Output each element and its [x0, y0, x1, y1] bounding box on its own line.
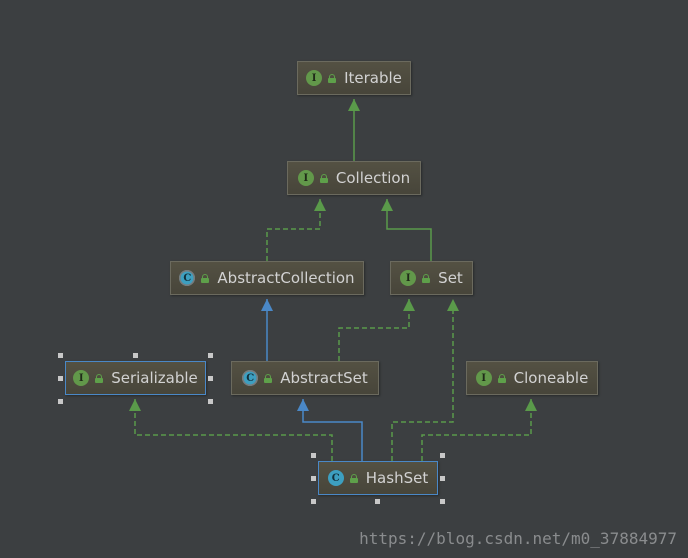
- arrowhead: [261, 299, 273, 311]
- node-set[interactable]: I Set: [390, 261, 473, 295]
- abstract-class-icon: C: [242, 370, 259, 386]
- resize-handle[interactable]: [440, 453, 445, 458]
- resize-handle[interactable]: [311, 499, 316, 504]
- edge-hashset-cloneable: [421, 399, 532, 461]
- interface-icon: I: [73, 370, 90, 386]
- resize-handle[interactable]: [440, 499, 445, 504]
- edge-abstractcollection-collection: [266, 199, 321, 261]
- node-label: Cloneable: [513, 369, 589, 387]
- arrowhead: [129, 399, 141, 411]
- lock-icon: [497, 373, 506, 383]
- lock-icon: [94, 373, 104, 383]
- interface-icon: I: [400, 270, 417, 286]
- lock-icon: [421, 273, 431, 283]
- arrowhead: [381, 199, 393, 211]
- edge-hashset-serializable: [134, 399, 333, 461]
- resize-handle[interactable]: [133, 353, 138, 358]
- arrowhead: [297, 399, 309, 411]
- arrowhead: [447, 299, 459, 311]
- resize-handle[interactable]: [58, 399, 63, 404]
- resize-handle[interactable]: [311, 476, 316, 481]
- node-label: Iterable: [344, 69, 402, 87]
- node-label: AbstractCollection: [217, 269, 355, 287]
- watermark-text: https://blog.csdn.net/m0_37884977: [359, 529, 677, 548]
- arrowhead: [314, 199, 326, 211]
- node-iterable[interactable]: I Iterable: [297, 61, 411, 95]
- node-label: Collection: [335, 169, 411, 187]
- resize-handle[interactable]: [208, 353, 213, 358]
- node-abstractcollection[interactable]: C AbstractCollection: [170, 261, 364, 295]
- lock-icon: [263, 373, 273, 383]
- interface-icon: I: [297, 170, 314, 186]
- node-cloneable[interactable]: I Cloneable: [466, 361, 598, 395]
- resize-handle[interactable]: [440, 476, 445, 481]
- class-icon: C: [327, 470, 344, 486]
- arrowhead: [403, 299, 415, 311]
- node-label: Set: [438, 269, 463, 287]
- lock-icon: [200, 273, 210, 283]
- node-hashset[interactable]: C HashSet: [318, 461, 438, 495]
- node-label: Serializable: [111, 369, 198, 387]
- lock-icon: [327, 73, 337, 83]
- resize-handle[interactable]: [375, 499, 380, 504]
- interface-icon: I: [475, 370, 492, 386]
- node-abstractset[interactable]: C AbstractSet: [231, 361, 379, 395]
- resize-handle[interactable]: [58, 376, 63, 381]
- interface-icon: I: [306, 70, 323, 86]
- edge-abstractset-set: [338, 299, 410, 361]
- arrowhead: [525, 399, 537, 411]
- arrowhead: [348, 99, 360, 111]
- edge-set-collection: [386, 199, 432, 261]
- node-label: HashSet: [365, 469, 429, 487]
- node-label: AbstractSet: [280, 369, 368, 387]
- resize-handle[interactable]: [58, 353, 63, 358]
- resize-handle[interactable]: [208, 399, 213, 404]
- edge-hashset-set: [391, 299, 454, 461]
- resize-handle[interactable]: [208, 376, 213, 381]
- abstract-class-icon: C: [179, 270, 196, 286]
- resize-handle[interactable]: [311, 453, 316, 458]
- node-serializable[interactable]: I Serializable: [65, 361, 206, 395]
- node-collection[interactable]: I Collection: [287, 161, 421, 195]
- lock-icon: [319, 173, 328, 183]
- lock-icon: [349, 473, 358, 483]
